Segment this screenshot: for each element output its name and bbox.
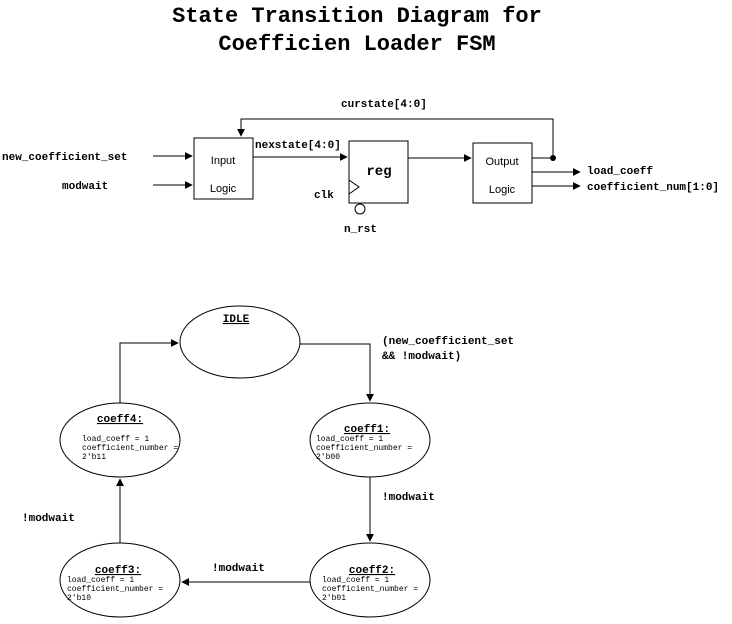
state-idle-label: IDLE xyxy=(223,314,250,326)
state-coeff4-output-1: load_coeff = 1 xyxy=(82,435,149,444)
transition-idle-to-coeff1 xyxy=(300,343,374,402)
state-coeff4-label: coeff4: xyxy=(97,414,143,426)
transition-coeff4-to-idle xyxy=(119,339,179,403)
state-idle xyxy=(179,305,301,379)
state-coeff4-output-2: coefficient_number = xyxy=(82,444,178,453)
state-coeff1-label: coeff1: xyxy=(344,424,390,436)
state-coeff4-output-3: 2'b11 xyxy=(82,453,106,462)
state-coeff3-output-2: coefficient_number = xyxy=(67,585,163,594)
title-line-2: Coefficien Loader FSM xyxy=(218,32,495,57)
state-coeff3-label: coeff3: xyxy=(95,565,141,577)
output-logic-label-2: Logic xyxy=(489,184,516,196)
feedback-label: curstate[4:0] xyxy=(341,99,427,111)
state-coeff2-label: coeff2: xyxy=(349,565,395,577)
register-label: reg xyxy=(366,164,391,180)
output-load-coeff-label: load_coeff xyxy=(587,166,653,178)
output-coefficient-num-label: coefficient_num[1:0] xyxy=(587,182,719,194)
state-coeff2 xyxy=(309,542,431,618)
output-logic-block xyxy=(472,142,533,204)
state-coeff3-output-1: load_coeff = 1 xyxy=(67,576,134,585)
clock-label: clk xyxy=(314,190,334,202)
reset-bubble-icon xyxy=(354,203,366,215)
state-coeff2-output-3: 2'b01 xyxy=(322,594,346,603)
state-coeff1-output-1: load_coeff = 1 xyxy=(316,435,383,444)
state-coeff2-output-2: coefficient_number = xyxy=(322,585,418,594)
transition-idle-to-coeff1-label-2: && !modwait) xyxy=(382,351,461,363)
state-coeff3-output-3: 2'b10 xyxy=(67,594,91,603)
reset-label: n_rst xyxy=(344,224,377,236)
input-modwait-label: modwait xyxy=(62,181,108,193)
state-coeff1-output-3: 2'b00 xyxy=(316,453,340,462)
state-coeff1-output-2: coefficient_number = xyxy=(316,444,412,453)
feedback-junction-dot xyxy=(550,155,556,161)
title-line-1: State Transition Diagram for xyxy=(172,4,542,29)
input-logic-label-2: Logic xyxy=(210,183,237,195)
clock-triangle-icon xyxy=(348,179,360,195)
input-logic-block xyxy=(193,137,254,200)
output-logic-label-1: Output xyxy=(485,156,518,168)
transition-coeff2-to-coeff3-label: !modwait xyxy=(212,563,265,575)
state-coeff2-output-1: load_coeff = 1 xyxy=(322,576,389,585)
input-logic-label-1: Input xyxy=(211,155,235,167)
input-new-coefficient-set-label: new_coefficient_set xyxy=(2,152,127,164)
transition-idle-to-coeff1-label-1: (new_coefficient_set xyxy=(382,336,514,348)
nextstate-label: nexstate[4:0] xyxy=(255,140,341,152)
transition-coeff1-to-coeff2-label: !modwait xyxy=(382,492,435,504)
transition-coeff3-to-coeff4-label: !modwait xyxy=(22,513,75,525)
curstate-feedback-path xyxy=(237,118,554,159)
state-register-block xyxy=(348,140,409,204)
